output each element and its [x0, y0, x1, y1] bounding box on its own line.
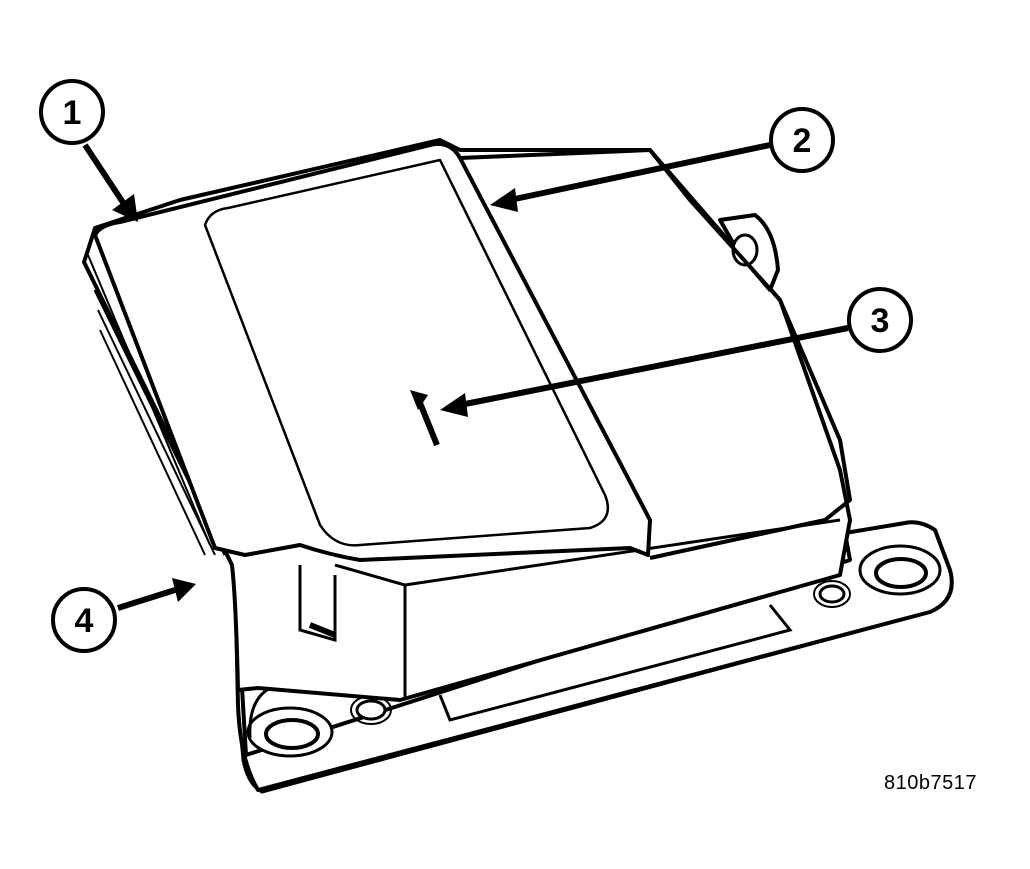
- mounting-hole-left: [246, 686, 334, 758]
- callout-2-label: 2: [793, 122, 812, 160]
- locator-pin-right: [813, 580, 851, 608]
- callout-3: 3: [847, 287, 913, 353]
- callout-4: 4: [51, 587, 117, 653]
- leader-arrow-3: [440, 325, 849, 417]
- mounting-hole-right: [858, 544, 942, 596]
- callout-2: 2: [769, 107, 835, 173]
- callout-1-label: 1: [63, 94, 82, 132]
- leader-arrow-4: [117, 578, 196, 611]
- module-cover: [87, 141, 852, 562]
- leader-arrow-1: [82, 143, 138, 222]
- callout-3-label: 3: [871, 302, 890, 340]
- orientation-arrow: [410, 390, 440, 447]
- figure-id: 810b7517: [884, 772, 977, 794]
- callout-4-label: 4: [75, 602, 94, 640]
- callout-1: 1: [39, 79, 105, 145]
- leader-arrow-2: [490, 142, 771, 212]
- connector-tab: [718, 213, 780, 292]
